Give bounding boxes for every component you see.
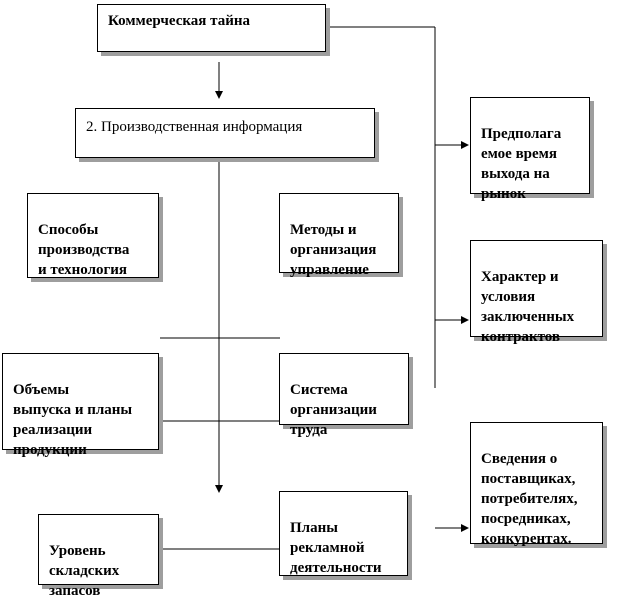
- commercial-secret-box: Коммерческая тайна: [97, 4, 326, 52]
- advertising-plans-label: Планы рекламной деятельности: [290, 520, 382, 576]
- labor-system-label: Система организации труда: [290, 382, 377, 438]
- contracts-label: Характер и условия заключенных контракто…: [481, 269, 575, 345]
- market-time-label: Предполага емое время выхода на рынок: [481, 126, 562, 202]
- management-methods-label: Методы и организация управление: [290, 222, 377, 278]
- volumes-plans-box: Объемы выпуска и планы реализации продук…: [2, 353, 159, 458]
- labor-system-box: Система организации труда: [279, 353, 409, 438]
- commercial-secret-label: Коммерческая тайна: [108, 13, 250, 29]
- stock-level-box: Уровень складских запасов: [38, 514, 159, 599]
- production-methods-label: Способы производства и технология: [38, 222, 130, 278]
- production-info-box: 2. Производственная информация: [75, 108, 375, 158]
- advertising-plans-box: Планы рекламной деятельности: [279, 491, 408, 576]
- production-methods-box: Способы производства и технология: [27, 193, 159, 278]
- contracts-box: Характер и условия заключенных контракто…: [470, 240, 603, 345]
- suppliers-info-label: Сведения о поставщиках, потребителях, по…: [481, 451, 578, 547]
- production-info-label: 2. Производственная информация: [86, 119, 303, 135]
- stock-level-label: Уровень складских запасов: [49, 543, 120, 599]
- market-time-box: Предполага емое время выхода на рынок: [470, 97, 590, 202]
- management-methods-box: Методы и организация управление: [279, 193, 399, 278]
- volumes-plans-label: Объемы выпуска и планы реализации продук…: [13, 382, 133, 458]
- suppliers-info-box: Сведения о поставщиках, потребителях, по…: [470, 422, 603, 547]
